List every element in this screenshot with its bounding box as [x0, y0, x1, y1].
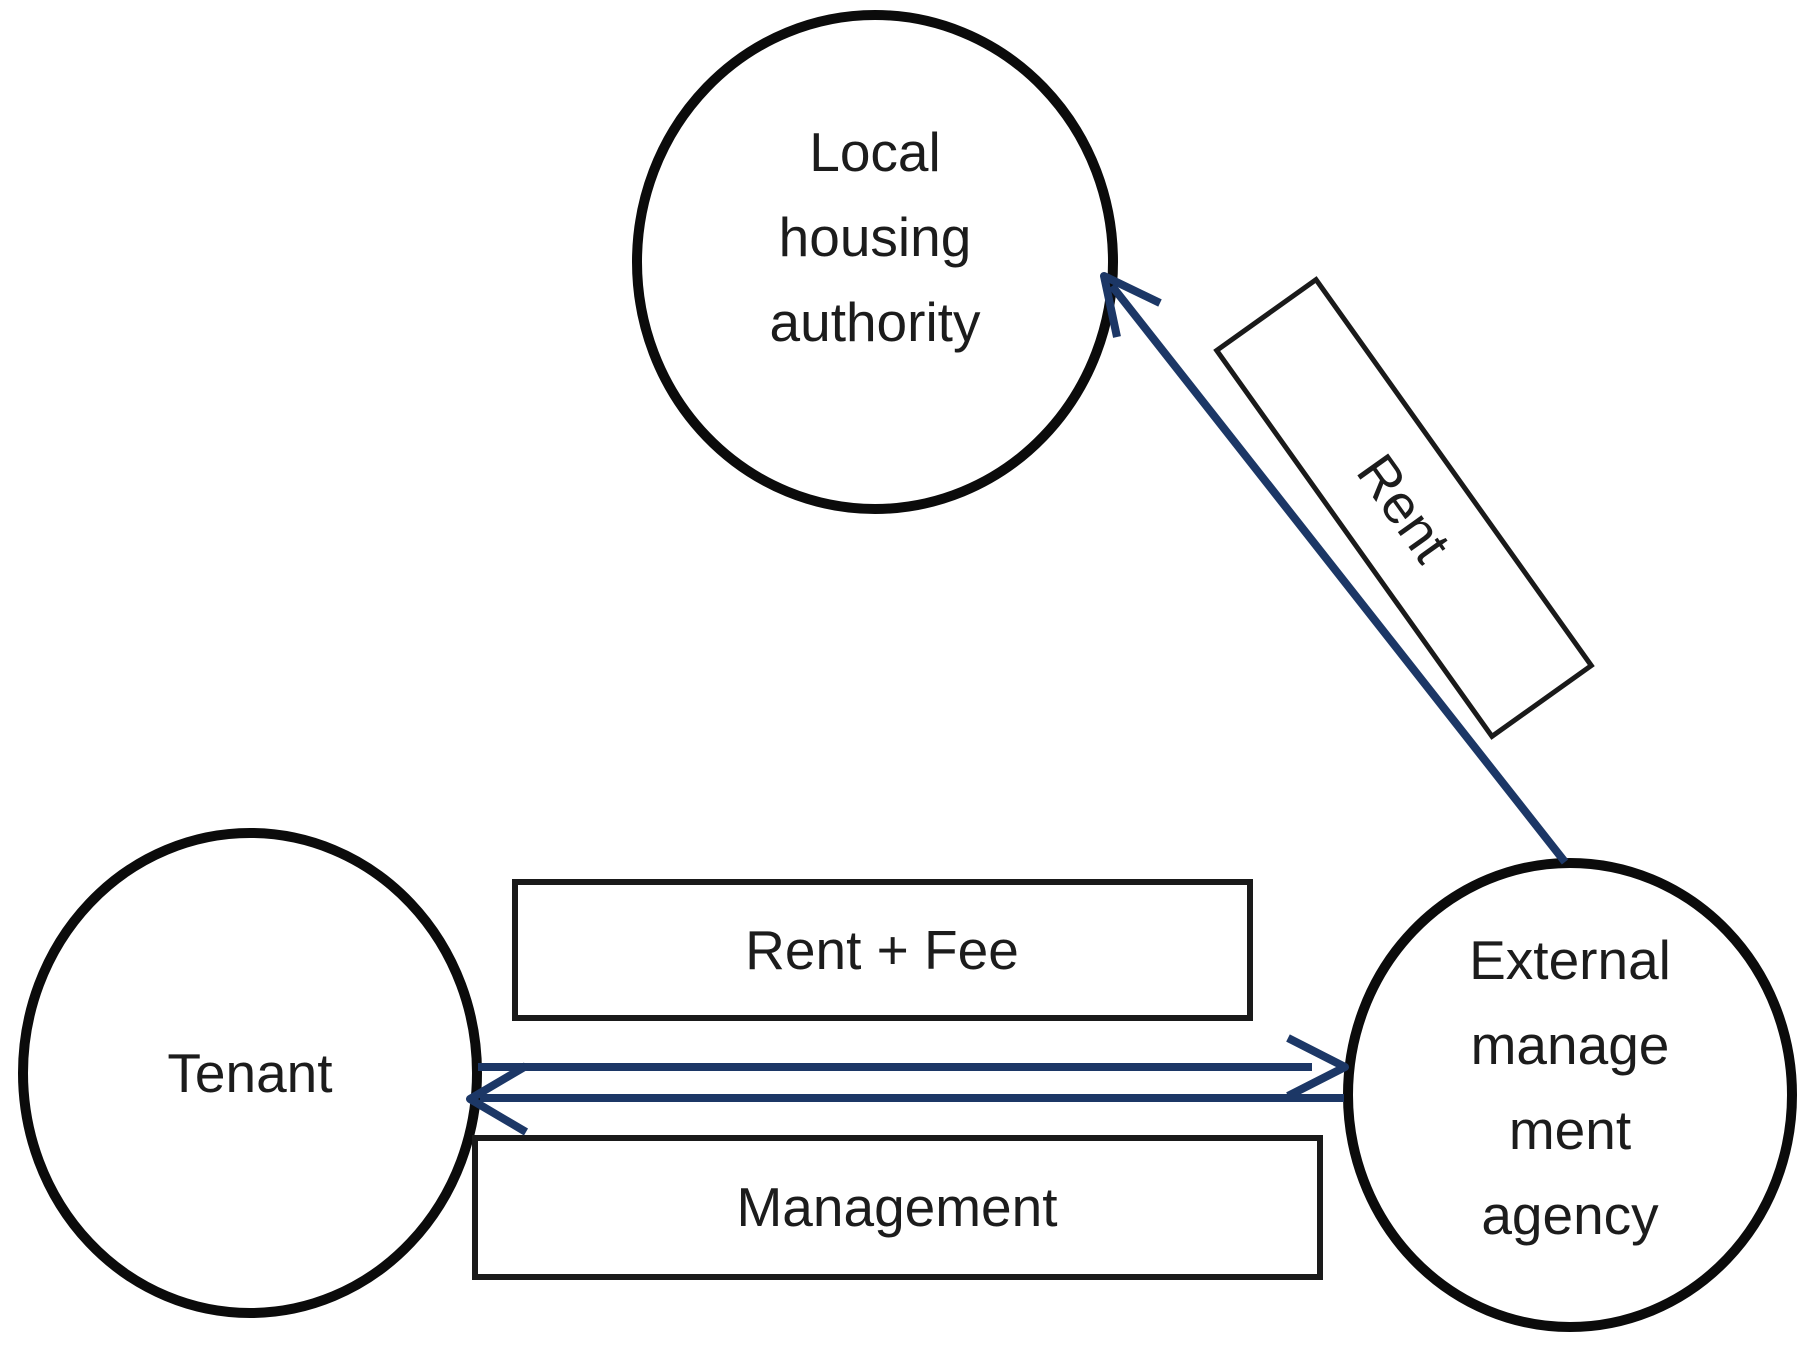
node-external-management-agency-circle	[1343, 858, 1797, 1332]
node-tenant-circle	[18, 828, 482, 1318]
rent-fee-box	[512, 879, 1253, 1021]
node-external-management-agency-label-line-3: ment	[1509, 1099, 1631, 1161]
node-local-housing-authority-label-line-1: Local	[809, 121, 940, 183]
node-local-housing-authority-label-line-3: authority	[770, 291, 981, 353]
node-tenant-label: Tenant	[167, 1042, 332, 1104]
node-external-management-agency-label-line-1: External	[1469, 929, 1671, 991]
node-local-housing-authority-label-line-2: housing	[779, 206, 972, 268]
node-external-management-agency-label-line-2: manage	[1471, 1014, 1670, 1076]
rent-box	[1213, 276, 1595, 740]
node-external-management-agency-label-line-4: agency	[1481, 1184, 1659, 1246]
rent-arrow-shaft	[1108, 283, 1569, 865]
management-label: Management	[736, 1176, 1057, 1238]
rent-fee-arrowhead	[1286, 1034, 1349, 1100]
rent-fee-label: Rent + Fee	[745, 919, 1019, 981]
management-arrowhead	[466, 1062, 529, 1136]
node-local-housing-authority-circle	[632, 10, 1118, 514]
management-box	[472, 1135, 1323, 1280]
rent-arrowhead	[1100, 272, 1162, 338]
